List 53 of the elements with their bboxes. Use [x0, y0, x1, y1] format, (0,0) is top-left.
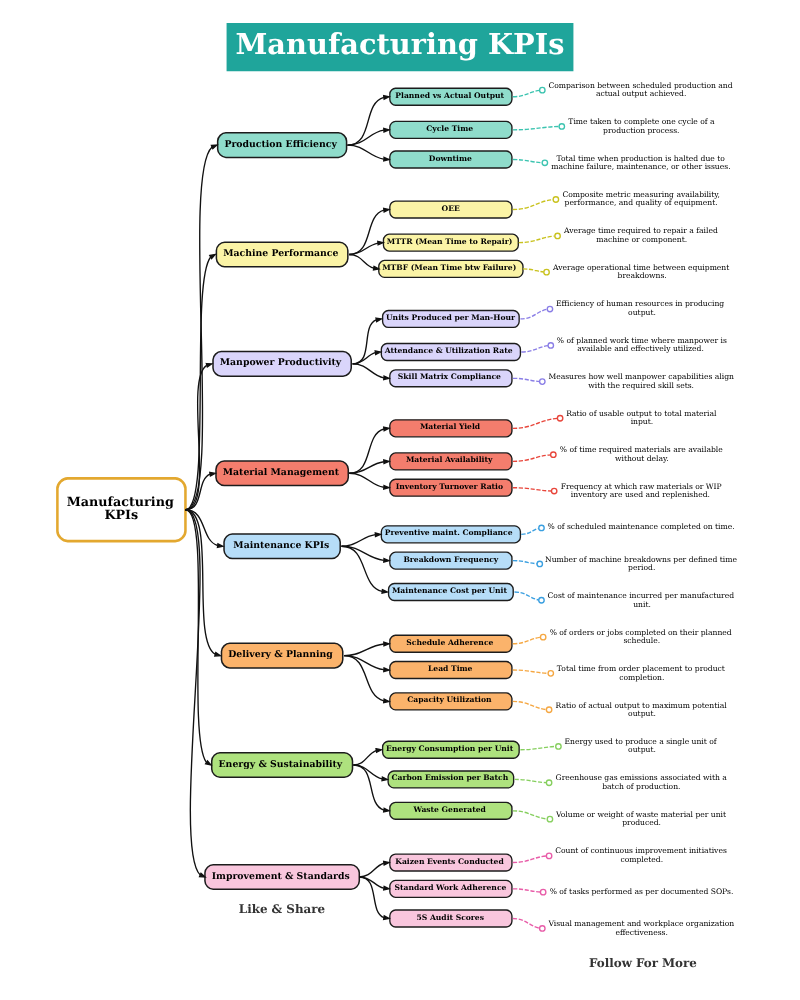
connector — [512, 451, 557, 463]
arrow — [348, 207, 392, 256]
arrow — [343, 654, 392, 704]
arrow — [358, 876, 391, 921]
arrow — [184, 362, 214, 511]
arrow — [351, 363, 392, 381]
connector — [512, 158, 549, 167]
diagram-title: Manufacturing KPIs — [235, 28, 565, 63]
arrow — [351, 350, 383, 365]
connector — [519, 305, 554, 320]
arrow — [340, 532, 383, 547]
arrow — [358, 876, 392, 891]
arrow — [348, 426, 392, 474]
arrow — [352, 764, 392, 813]
connector — [513, 591, 545, 604]
arrow — [184, 509, 223, 657]
arrow — [346, 94, 392, 146]
arrow — [348, 459, 392, 474]
connector — [520, 524, 545, 536]
arrow — [184, 509, 207, 878]
connector — [512, 810, 554, 823]
connector — [519, 743, 562, 751]
connector — [512, 633, 547, 645]
arrow — [184, 509, 225, 549]
connector — [522, 268, 550, 276]
connector — [512, 123, 566, 131]
arrow — [343, 641, 392, 657]
connector — [513, 778, 553, 787]
arrow — [184, 144, 219, 511]
connector — [512, 559, 544, 568]
connector — [512, 377, 546, 385]
connector — [512, 888, 547, 896]
arrow — [184, 509, 213, 767]
arrow — [348, 472, 392, 490]
connector — [512, 86, 546, 98]
connector — [512, 917, 546, 932]
arrow — [184, 253, 217, 511]
arrow — [340, 545, 390, 595]
connector — [512, 414, 564, 429]
arrow — [184, 471, 218, 511]
connector — [520, 342, 555, 353]
arrow — [358, 860, 392, 878]
arrow — [346, 144, 392, 162]
arrow — [352, 747, 384, 766]
arrow — [351, 317, 384, 365]
connector — [512, 700, 553, 714]
arrow — [348, 253, 381, 271]
arrow — [348, 240, 386, 256]
connector — [512, 669, 555, 677]
arrow — [343, 654, 392, 673]
connector — [512, 196, 560, 211]
arrow — [346, 127, 392, 146]
connector — [518, 232, 561, 244]
